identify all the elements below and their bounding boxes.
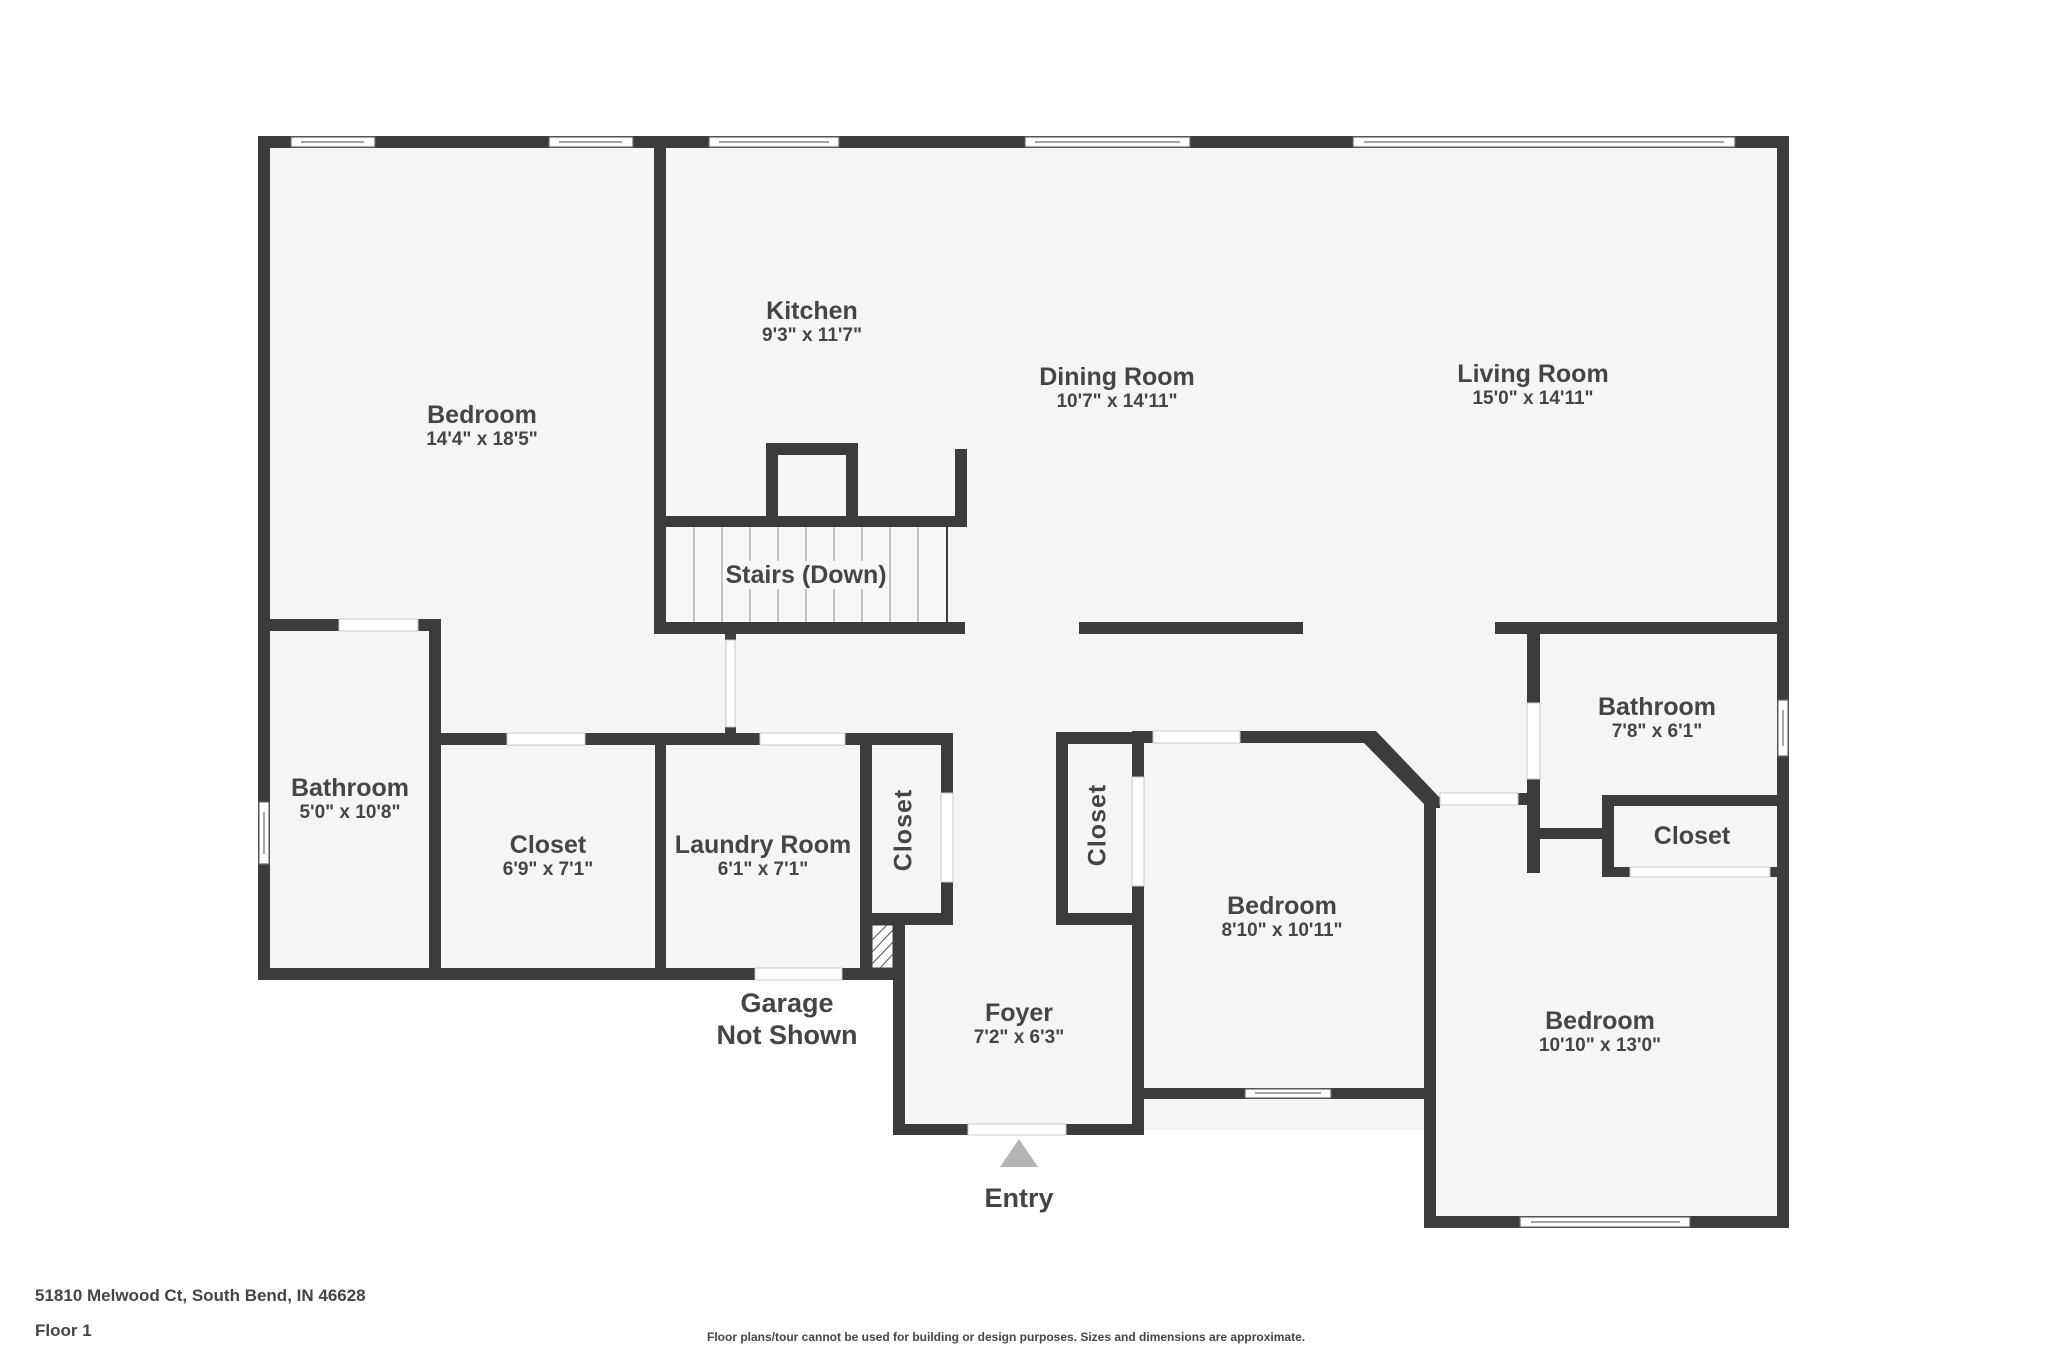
- door-openings: [338, 618, 1771, 1136]
- room-label-closet-foyer: Closet: [1083, 783, 1112, 867]
- windows: [258, 136, 1789, 1228]
- room-label-living-room: Living Room 15'0" x 14'11": [1457, 360, 1609, 409]
- room-label-bedroom-right: Bedroom 10'10" x 13'0": [1538, 1007, 1662, 1056]
- room-label-closet-right: Closet: [1653, 822, 1731, 850]
- room-label-laundry-room: Laundry Room 6'1" x 7'1": [674, 831, 852, 880]
- room-label-closet-laundry: Closet: [889, 788, 918, 872]
- room-label-closet-left: Closet 6'9" x 7'1": [502, 831, 594, 880]
- room-label-dining-room: Dining Room 10'7" x 14'11": [1039, 363, 1195, 412]
- room-label-bedroom-mid: Bedroom 8'10" x 10'11": [1221, 892, 1343, 941]
- room-label-bathroom-left: Bathroom 5'0" x 10'8": [290, 774, 410, 823]
- property-address: 51810 Melwood Ct, South Bend, IN 46628: [35, 1286, 366, 1305]
- garage-not-shown-note: Garage Not Shown: [716, 988, 858, 1050]
- room-label-bathroom-right: Bathroom 7'8" x 6'1": [1597, 693, 1717, 742]
- room-label-foyer: Foyer 7'2" x 6'3": [973, 999, 1065, 1048]
- hatched-chase: [871, 924, 894, 969]
- floor-fill: [264, 142, 1783, 1222]
- disclaimer: Floor plans/tour cannot be used for buil…: [707, 1330, 1306, 1344]
- room-label-stairs: Stairs (Down): [723, 561, 889, 589]
- entry-label: Entry: [984, 1183, 1054, 1213]
- room-label-kitchen: Kitchen 9'3" x 11'7": [762, 297, 862, 346]
- room-label-bedroom-main: Bedroom 14'4" x 18'5": [426, 401, 538, 450]
- entry-arrow-icon: [1000, 1139, 1038, 1167]
- floor-label: Floor 1: [35, 1321, 92, 1340]
